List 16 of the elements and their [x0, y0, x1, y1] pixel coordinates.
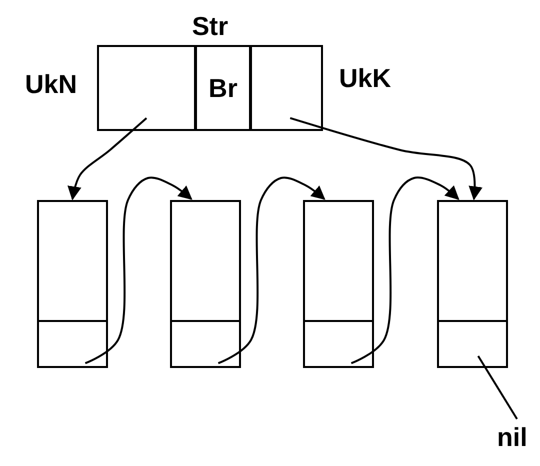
list-element-box [303, 200, 374, 368]
connector-line [477, 355, 518, 420]
list-element-box [437, 200, 508, 368]
pointer-label: UkN [24, 71, 77, 97]
arrow [350, 176, 460, 364]
arrow [218, 176, 326, 364]
record-field [195, 45, 251, 131]
arrow [290, 117, 482, 200]
nil-label: nil [497, 424, 528, 450]
arrow [68, 117, 148, 200]
field-label: Br [208, 75, 238, 101]
arrow [84, 176, 192, 364]
list-element-box [170, 200, 241, 368]
list-element-box [37, 200, 108, 368]
pointer-label: UkK [339, 65, 392, 91]
record-heading: Str [192, 13, 228, 39]
